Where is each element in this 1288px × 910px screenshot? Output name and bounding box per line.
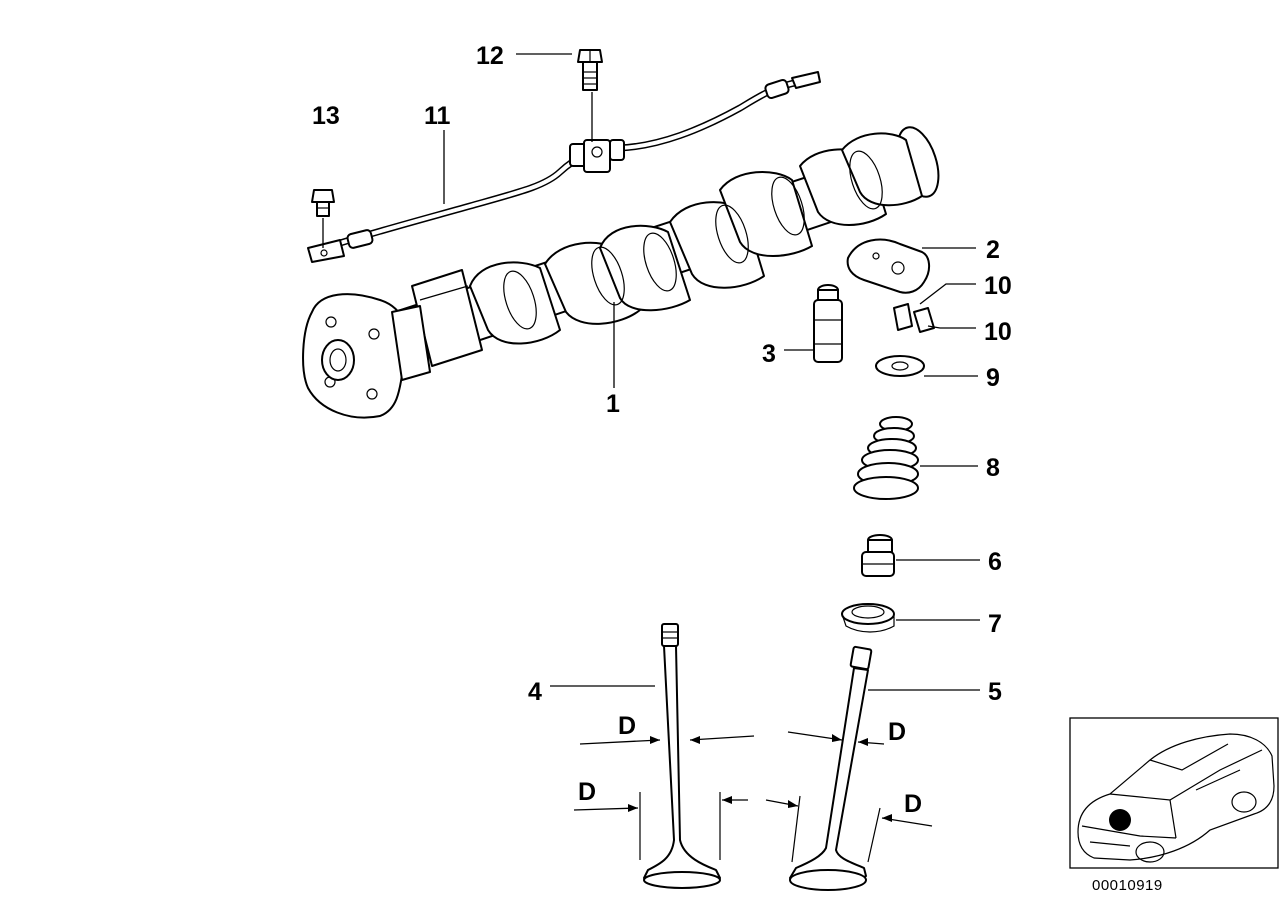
callout-13: 13 — [312, 102, 340, 130]
spring-seat — [841, 603, 895, 633]
bolt-12 — [577, 49, 603, 91]
dimension-marks — [573, 731, 933, 863]
hydraulic-lifter — [813, 284, 843, 363]
callout-2: 2 — [986, 236, 1000, 264]
callout-8: 8 — [986, 454, 1000, 482]
exhaust-valve — [789, 645, 873, 891]
callout-11: 11 — [424, 102, 451, 130]
callout-6: 6 — [988, 548, 1002, 576]
callout-10-lower: 10 — [984, 318, 1012, 346]
callout-4: 4 — [528, 678, 542, 706]
valve-stem-seal — [861, 534, 895, 577]
callout-7: 7 — [988, 610, 1002, 638]
spring-retainer — [875, 355, 925, 377]
callout-5: 5 — [988, 678, 1002, 706]
callout-1: 1 — [606, 390, 620, 418]
dimension-label-d: D — [888, 718, 906, 746]
callout-9: 9 — [986, 364, 1000, 392]
rocker-arm — [846, 238, 930, 294]
callout-3: 3 — [762, 340, 776, 368]
location-marker — [1109, 809, 1131, 831]
valve-keepers — [893, 303, 935, 333]
reference-code: 00010919 — [1092, 877, 1163, 894]
vehicle-locator-inset — [1069, 717, 1279, 869]
car-outline — [1077, 733, 1275, 863]
oil-pipe — [307, 71, 821, 263]
valve-spring — [853, 416, 919, 500]
camshaft — [302, 126, 940, 419]
dimension-label-d: D — [618, 712, 636, 740]
dimension-label-d: D — [578, 778, 596, 806]
callout-10-upper: 10 — [984, 272, 1012, 300]
intake-valve — [643, 623, 721, 889]
callout-12: 12 — [476, 42, 504, 70]
bolt-13 — [311, 189, 335, 217]
dimension-label-d: D — [904, 790, 922, 818]
